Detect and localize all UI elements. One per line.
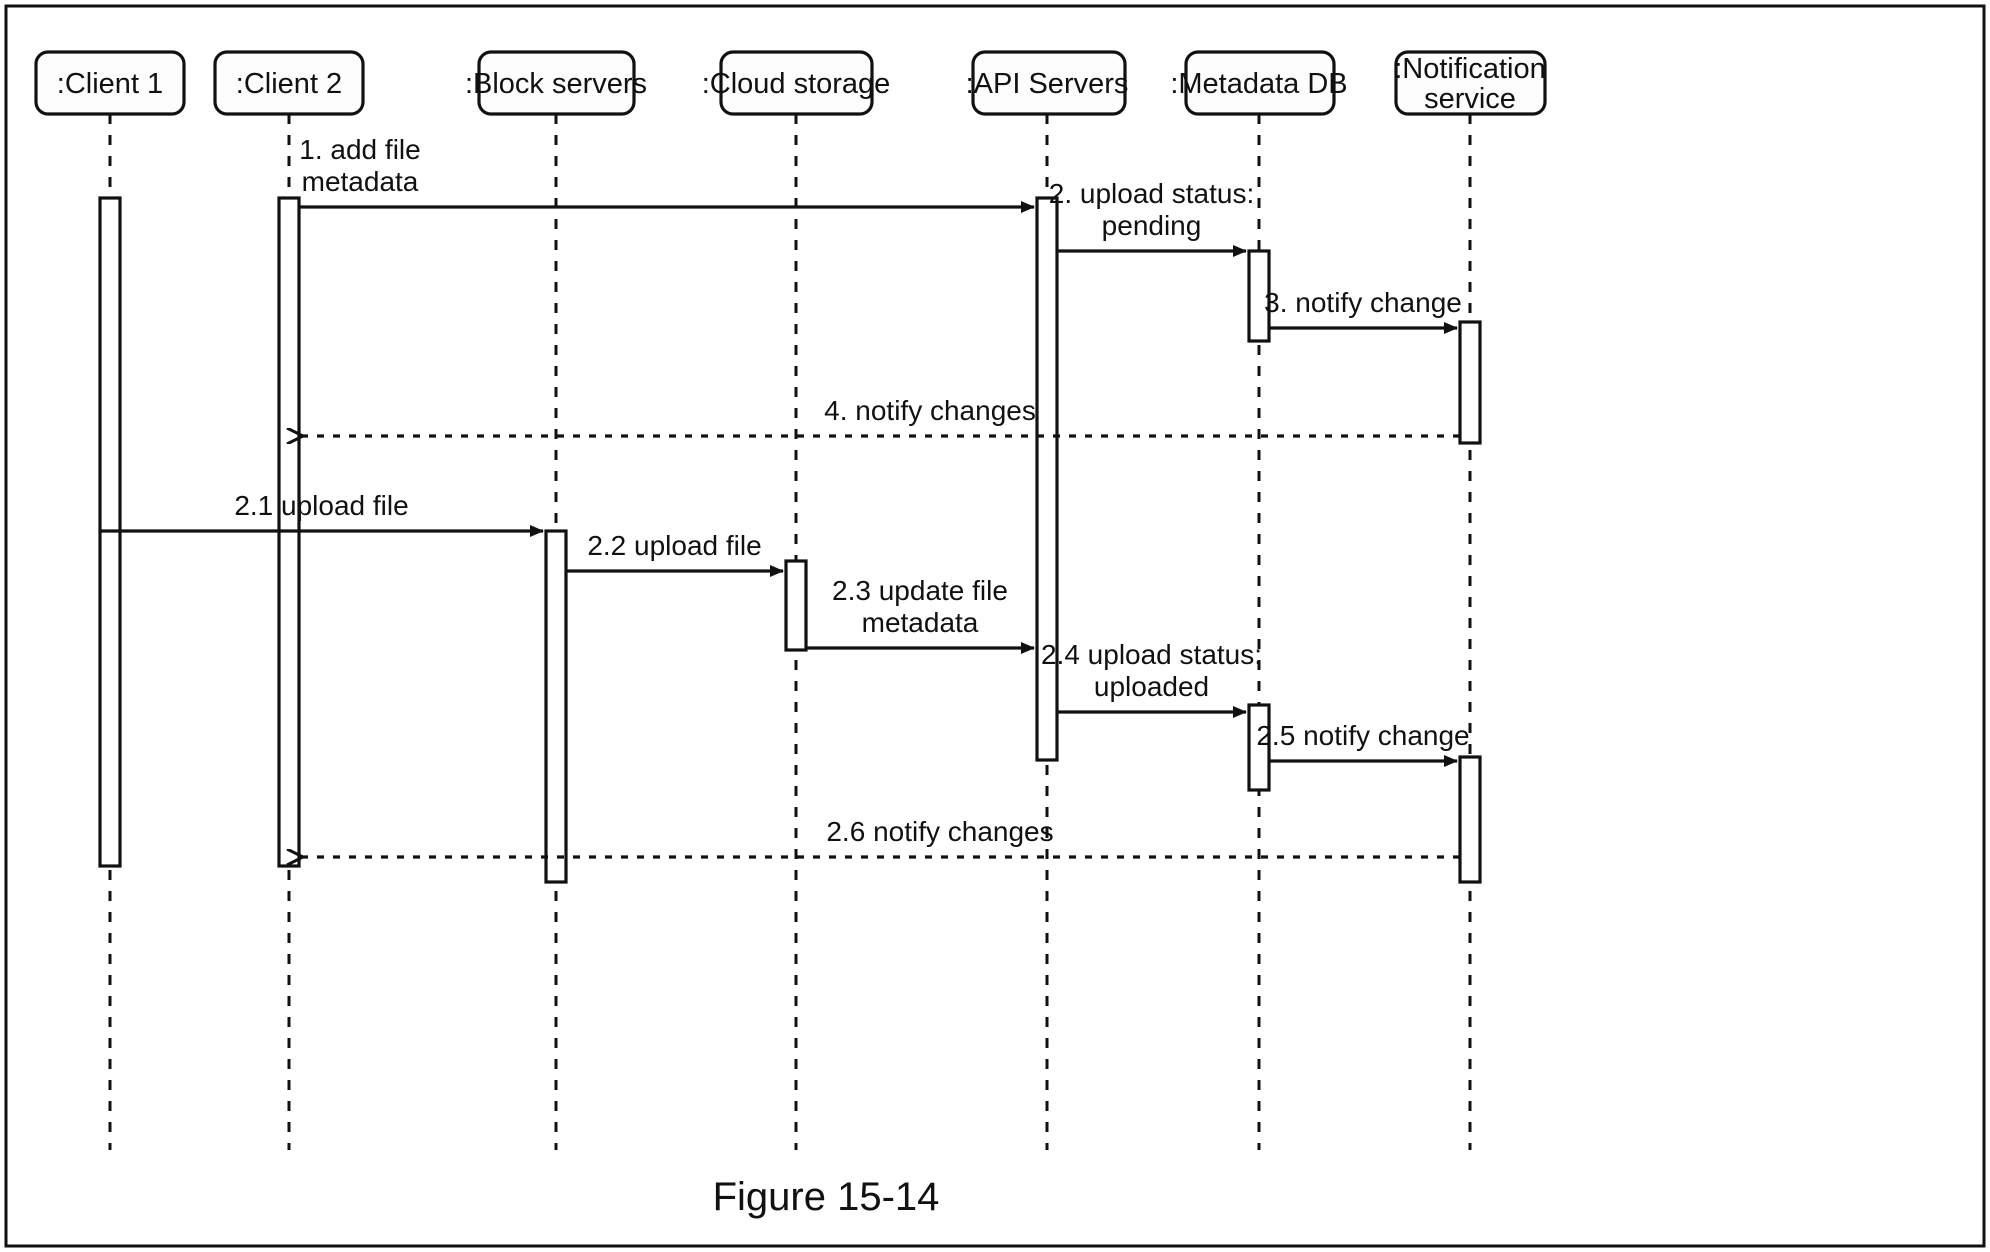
activation-bar (784, 559, 808, 652)
message-2[interactable]: 2. upload status:pending (1049, 178, 1254, 257)
lifeline-label: service (1424, 83, 1516, 115)
lifeline-client-1[interactable]: :Client 1 (34, 50, 186, 1150)
activation-bar (1247, 703, 1271, 792)
message-label: 2.2 upload file (587, 530, 761, 561)
lifeline-label: :Client 2 (236, 68, 342, 100)
message-label: metadata (862, 607, 979, 638)
lifeline-block-servers[interactable]: :Block servers (465, 50, 647, 1150)
lifeline-label: :API Servers (966, 68, 1129, 100)
activation-bar (544, 529, 568, 884)
message-label: 3. notify change (1264, 287, 1462, 318)
message-3[interactable]: 3. notify change (1264, 287, 1462, 334)
message-label: 2.1 upload file (234, 490, 408, 521)
message-label: 1. add file (299, 134, 420, 165)
message-label: 2.5 notify change (1256, 720, 1469, 751)
lifeline-cloud-storage[interactable]: :Cloud storage (702, 50, 891, 1150)
message-2-5[interactable]: 2.5 notify change (1256, 720, 1470, 767)
message-2-2[interactable]: 2.2 upload file (566, 530, 784, 577)
lifeline-header-box[interactable] (971, 50, 1127, 116)
diagram-border (4, 4, 1986, 1248)
message-4[interactable]: 4. notify changes (302, 395, 1460, 436)
lifeline-label: :Metadata DB (1170, 68, 1347, 100)
lifeline-label: :Notification (1394, 53, 1546, 85)
activation-bar (1035, 196, 1059, 762)
activation-bar (1458, 755, 1482, 884)
activation-bar (1458, 320, 1482, 445)
lifeline-label: :Cloud storage (702, 68, 891, 100)
lifeline-label: :Client 1 (57, 68, 163, 100)
message-2-1[interactable]: 2.1 upload file (100, 490, 544, 537)
message-label: 2.3 update file (832, 575, 1008, 606)
message-2-4[interactable]: 2.4 upload status:uploaded (1041, 639, 1262, 718)
activation-bar (1247, 249, 1271, 343)
message-label: pending (1102, 210, 1202, 241)
message-label: 2.4 upload status: (1041, 639, 1262, 670)
message-2-6[interactable]: 2.6 notify changes (302, 816, 1460, 857)
message-label: 4. notify changes (824, 395, 1036, 426)
message-label: uploaded (1094, 671, 1209, 702)
message-label: 2. upload status: (1049, 178, 1254, 209)
message-label: 2.6 notify changes (826, 816, 1053, 847)
figure-caption: Figure 15-14 (713, 1175, 940, 1219)
lifeline-api-servers[interactable]: :API Servers (966, 50, 1129, 1150)
lifeline-label: :Block servers (465, 68, 647, 100)
lifeline-client-2[interactable]: :Client 2 (213, 50, 365, 1150)
message-label: metadata (302, 166, 419, 197)
